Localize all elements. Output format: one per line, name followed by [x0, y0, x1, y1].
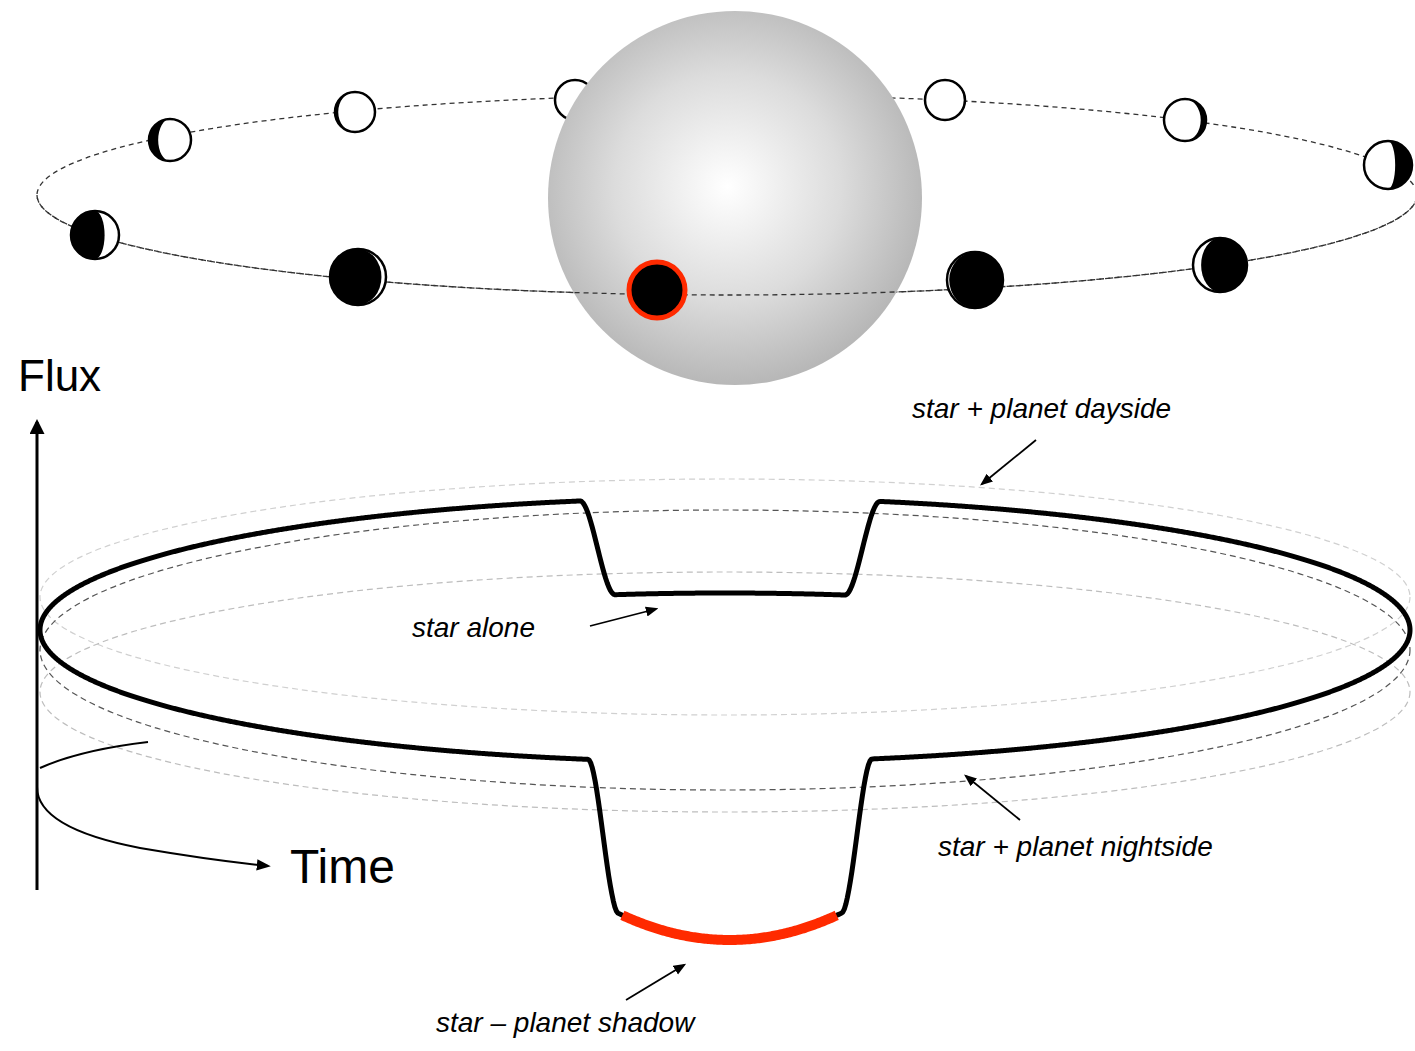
planet-outline [1364, 141, 1412, 189]
axis-label: Time [290, 838, 395, 896]
planet-outline [149, 119, 191, 161]
planet-disk [330, 249, 386, 305]
star [548, 11, 922, 385]
annotation-label: star + planet dayside [912, 392, 1171, 426]
planet-disk [1364, 141, 1412, 189]
planet-disk [335, 92, 375, 132]
axes [37, 422, 268, 890]
planet-outline [335, 92, 375, 132]
axis-label: Flux [18, 350, 101, 403]
leader-arrow [626, 965, 684, 1000]
flux-curve-back [40, 501, 1410, 630]
transit-shadow-segment [622, 915, 836, 940]
planet-outline [1164, 99, 1206, 141]
time-spiral-back [40, 742, 148, 768]
planet-outline [71, 211, 119, 259]
leader-arrow [982, 440, 1036, 484]
planet-disk [149, 119, 191, 161]
leader-arrow [966, 776, 1020, 820]
planet-phase [335, 92, 375, 132]
orbit-sketch [37, 11, 1415, 385]
planet-outline [330, 249, 386, 305]
planet-phase [149, 119, 191, 161]
planet-phase [1164, 99, 1206, 141]
annotation-label: star alone [412, 611, 535, 645]
planet-night-side [149, 119, 170, 161]
planet-phase [925, 80, 965, 120]
leader-lines [590, 440, 1036, 1000]
annotation-label: star – planet shadow [436, 1006, 694, 1040]
planet-phase [71, 211, 119, 259]
reference-level [40, 510, 1410, 790]
planet-night-side [1185, 99, 1206, 141]
planet-night-side [71, 211, 105, 259]
leader-arrow [590, 609, 656, 626]
reference-level [40, 572, 1410, 812]
time-spiral-arrow [37, 786, 268, 866]
planet-disk [1164, 99, 1206, 141]
planet-phase [330, 249, 386, 305]
planet-phase [947, 252, 1003, 308]
planet-disk [925, 80, 965, 120]
planet-outline [925, 80, 965, 120]
flux-curve-front [40, 630, 1410, 940]
reference-level [40, 479, 1410, 715]
planet-disk [71, 211, 119, 259]
planet-outline [1193, 238, 1247, 292]
planet-phase [629, 262, 685, 318]
flux-axis [36, 422, 39, 890]
planet-phase [1364, 141, 1412, 189]
annotation-label: star + planet nightside [938, 830, 1213, 864]
planet-night-side [1388, 141, 1412, 189]
orbit-path-front [37, 195, 1415, 295]
planet-outline [947, 252, 1003, 308]
planet-disk [1193, 238, 1247, 292]
planet-night-side [335, 92, 355, 132]
planet-night-side [945, 80, 965, 120]
planet-phase [1193, 238, 1247, 292]
phase-curve [40, 479, 1410, 940]
planet-disk [947, 252, 1003, 308]
transiting-planet [629, 262, 685, 318]
